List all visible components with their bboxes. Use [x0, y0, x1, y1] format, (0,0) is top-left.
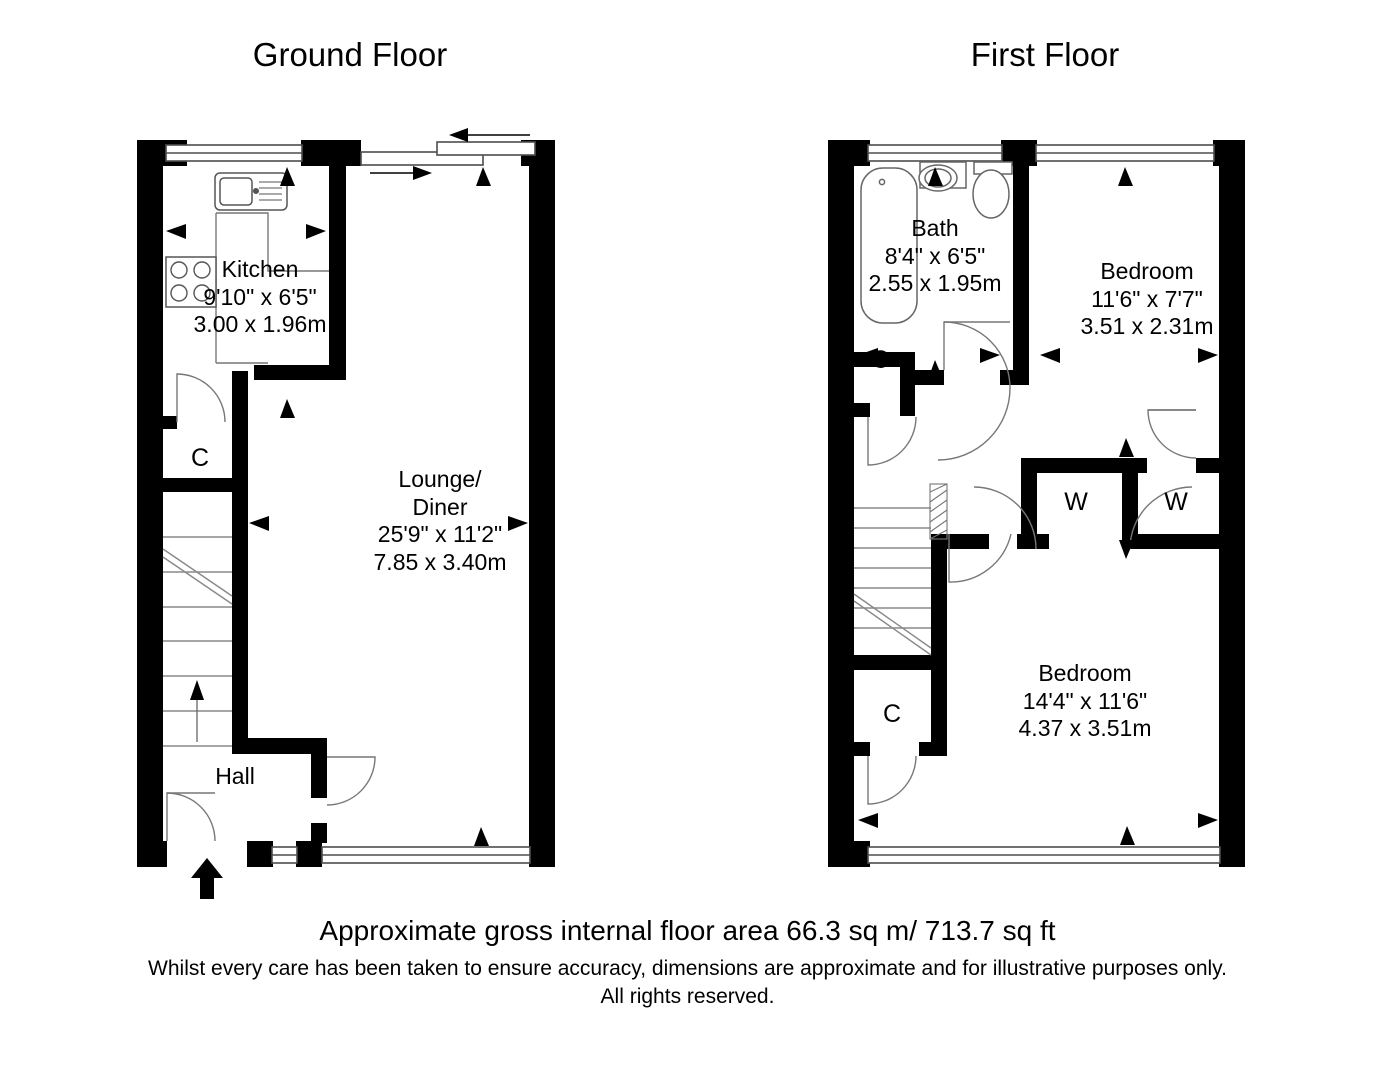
cupboard-first-lower-letter: C: [882, 700, 902, 728]
first-door-swings: [867, 321, 1197, 805]
first-dimension-arrows: [858, 167, 1218, 845]
bathroom-fixtures: [860, 161, 1013, 324]
wardrobe-right-letter: W: [1164, 488, 1188, 516]
kitchen-dim-imperial: 9'10" x 6'5": [203, 283, 317, 310]
ground-staircase: [162, 536, 233, 747]
room-label-hall: Hall: [160, 763, 310, 791]
kitchen-name: Kitchen: [221, 256, 299, 282]
first-floor-plan: [828, 140, 1245, 867]
first-interior-walls: [854, 160, 1222, 756]
footer: Approximate gross internal floor area 66…: [0, 915, 1375, 1012]
cupboard-label-ground: C: [170, 444, 230, 473]
bath-name: Bath: [911, 215, 959, 241]
bedroom2-dim-imperial: 14'4" x 11'6": [1022, 687, 1148, 714]
disclaimer-line-2: All rights reserved.: [600, 985, 775, 1009]
cupboard-ground-letter: C: [190, 444, 210, 472]
room-label-lounge-diner: Lounge/ Diner 25'9" x 11'2" 7.85 x 3.40m: [300, 466, 580, 576]
bedroom1-dim-imperial: 11'6" x 7'7": [1091, 285, 1203, 312]
room-label-kitchen: Kitchen 9'10" x 6'5" 3.00 x 1.96m: [150, 256, 370, 339]
bedroom1-name: Bedroom: [1100, 258, 1194, 284]
ground-interior-walls: [163, 365, 346, 843]
ground-floor-plan: [137, 128, 555, 899]
first-windows: [867, 144, 1221, 864]
ground-floor-title: Ground Floor: [252, 36, 448, 73]
disclaimer-line-1: Whilst every care has been taken to ensu…: [148, 957, 1227, 980]
first-exterior-walls: [828, 140, 1245, 867]
lounge-name-line2: Diner: [412, 493, 468, 520]
room-label-bedroom-1: Bedroom 11'6" x 7'7" 3.51 x 2.31m: [1022, 258, 1272, 341]
wardrobe-left-letter: W: [1064, 488, 1088, 516]
floor-area-statement: Approximate gross internal floor area 66…: [319, 915, 1056, 946]
bedroom1-dim-metric: 3.51 x 2.31m: [1080, 313, 1214, 340]
first-staircase: [853, 507, 932, 656]
ground-door-swings: [166, 373, 376, 842]
hall-name: Hall: [215, 763, 255, 789]
bath-dim-metric: 2.55 x 1.95m: [868, 270, 1002, 297]
room-label-bath: Bath 8'4" x 6'5" 2.55 x 1.95m: [845, 215, 1025, 298]
ground-sliding-patio-door: [360, 128, 536, 180]
lounge-dim-metric: 7.85 x 3.40m: [373, 548, 507, 575]
bath-dim-imperial: 8'4" x 6'5": [884, 242, 986, 269]
wardrobe-label-right: W: [1146, 488, 1206, 517]
ground-windows: [165, 144, 531, 864]
cupboard-label-first-lower: C: [862, 700, 922, 729]
cupboard-first-upper-letter: C: [870, 346, 890, 374]
ground-dimension-arrows: [166, 167, 528, 846]
cupboard-label-first-upper: C: [850, 346, 910, 375]
ground-stairs-up-arrow: [190, 680, 204, 742]
kitchen-dim-metric: 3.00 x 1.96m: [193, 311, 327, 338]
kitchen-fixtures: [165, 172, 329, 364]
bedroom2-dim-metric: 4.37 x 3.51m: [1018, 715, 1152, 742]
room-label-bedroom-2: Bedroom 14'4" x 11'6" 4.37 x 3.51m: [960, 660, 1210, 743]
bedroom2-name: Bedroom: [1038, 660, 1132, 686]
lounge-name-line1: Lounge/: [398, 466, 482, 492]
lounge-dim-imperial: 25'9" x 11'2": [377, 521, 503, 548]
ground-entrance-arrow: [191, 858, 223, 899]
first-floor-title: First Floor: [970, 36, 1120, 73]
first-stairs-hatch: [929, 483, 948, 540]
wardrobe-label-left: W: [1046, 488, 1106, 517]
